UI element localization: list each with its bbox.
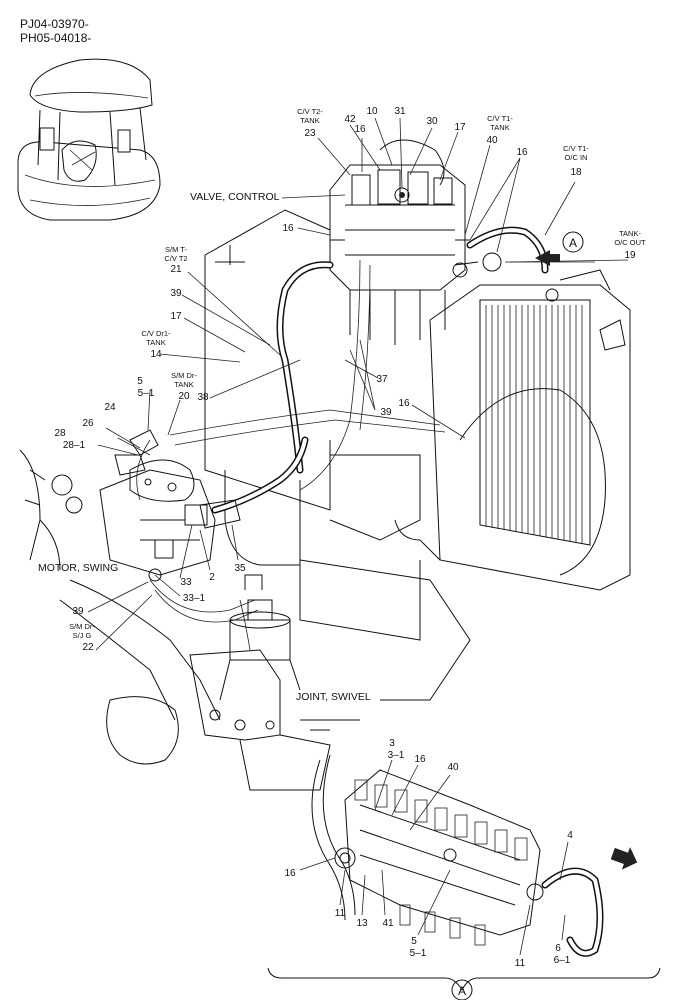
callout-cv-dr1-tank: C/V Dr1- TANK (141, 329, 171, 347)
svg-text:C/V T1-: C/V T1- (487, 114, 513, 123)
svg-text:S/J G: S/J G (73, 631, 92, 640)
part-number: 13 (356, 918, 368, 929)
svg-text:S/M Dr-: S/M Dr- (69, 622, 95, 631)
svg-text:TANK: TANK (146, 338, 165, 347)
part-number: 35 (234, 563, 246, 574)
part-number: 23 (304, 128, 316, 139)
label-valve-control: VALVE, CONTROL (190, 191, 280, 203)
callout-sm-t-cv-t2: S/M T- C/V T2 (164, 245, 187, 263)
part-number: 39 (380, 407, 392, 418)
radiator-oil-cooler (429, 269, 631, 591)
part-number: 28 (54, 428, 66, 439)
part-number: 5 (411, 936, 417, 947)
part-number: 18 (570, 167, 582, 178)
part-number: 17 (454, 122, 466, 133)
model-code-2: PH05-04018- (20, 31, 91, 45)
svg-text:TANK: TANK (300, 116, 319, 125)
svg-text:A: A (569, 236, 577, 250)
part-number: 17 (170, 311, 182, 322)
part-number: 6 (555, 943, 561, 954)
part-number: 19 (624, 250, 636, 261)
part-number: 40 (447, 762, 459, 773)
part-number: 39 (72, 606, 84, 617)
callout-cv-t2-tank: C/V T2- TANK (297, 107, 323, 125)
part-number: 33 (180, 577, 192, 588)
part-number: 16 (282, 223, 294, 234)
part-number: 24 (104, 402, 116, 413)
svg-text:TANK: TANK (490, 123, 509, 132)
part-number: 6–1 (554, 955, 571, 966)
part-number: 21 (170, 264, 182, 275)
callout-cv-t1-oc-in: C/V T1- O/C IN (563, 144, 589, 162)
part-number: 26 (82, 418, 94, 429)
model-code-1: PJ04-03970- (20, 17, 89, 31)
svg-text:C/V T2: C/V T2 (164, 254, 187, 263)
part-number: 22 (82, 642, 94, 653)
label-joint-swivel: JOINT, SWIVEL (296, 691, 371, 703)
part-number: 5 (137, 376, 143, 387)
svg-text:S/M T-: S/M T- (165, 245, 187, 254)
hose-lines-main (136, 226, 595, 651)
view-a-marker-top: A (535, 231, 584, 266)
svg-text:O/C OUT: O/C OUT (614, 238, 646, 247)
engine-frame-outline (19, 209, 471, 791)
detail-view-a (267, 754, 661, 992)
part-number: 11 (515, 958, 526, 969)
callout-cv-t1-tank: C/V T1- TANK (487, 114, 513, 132)
part-number: 33–1 (183, 593, 206, 604)
part-number: 16 (398, 398, 410, 409)
part-number: 16 (516, 147, 528, 158)
part-number: 4 (567, 830, 573, 841)
part-number: 38 (197, 392, 209, 403)
part-number: 16 (414, 754, 426, 765)
leader-lines (87, 117, 629, 956)
part-number: 11 (335, 908, 346, 919)
callout-sm-dr-sjg: S/M Dr- S/J G (69, 622, 95, 640)
part-number: 37 (376, 374, 388, 385)
part-number: 41 (382, 918, 394, 929)
part-number: 20 (178, 391, 190, 402)
view-a-marker-bottom: A (451, 979, 473, 1000)
svg-text:O/C IN: O/C IN (565, 153, 588, 162)
machine-thumbnail (17, 58, 161, 221)
part-number: 16 (284, 868, 296, 879)
part-number: 10 (366, 106, 378, 117)
svg-text:TANK-: TANK- (619, 229, 641, 238)
part-number: 30 (426, 116, 438, 127)
swivel-joint (219, 574, 301, 701)
label-motor-swing: MOTOR, SWING (38, 562, 118, 574)
swing-motor (99, 429, 241, 582)
svg-text:A: A (458, 984, 466, 998)
control-valve-main (329, 139, 502, 345)
callout-sm-dr-tank: S/M Dr- TANK (171, 371, 197, 389)
part-number: 31 (394, 106, 406, 117)
part-number: 5–1 (138, 388, 155, 399)
part-number: 3 (389, 738, 395, 749)
part-number: 14 (150, 349, 162, 360)
svg-text:S/M Dr-: S/M Dr- (171, 371, 197, 380)
svg-text:C/V Dr1-: C/V Dr1- (141, 329, 171, 338)
part-number: 3–1 (388, 750, 405, 761)
part-number: 40 (486, 135, 498, 146)
part-numbers: 23 16 42 10 31 30 17 40 16 18 19 16 21 3… (54, 106, 636, 969)
svg-text:C/V T2-: C/V T2- (297, 107, 323, 116)
part-number: 5–1 (410, 948, 427, 959)
part-number: 39 (170, 288, 182, 299)
part-number: 42 (344, 114, 356, 125)
part-number: 16 (354, 124, 366, 135)
callout-tank-oc-out: TANK- O/C OUT (614, 229, 646, 247)
part-number: 28–1 (63, 440, 86, 451)
part-number: 2 (209, 572, 215, 583)
svg-text:C/V T1-: C/V T1- (563, 144, 589, 153)
svg-text:TANK: TANK (174, 380, 193, 389)
